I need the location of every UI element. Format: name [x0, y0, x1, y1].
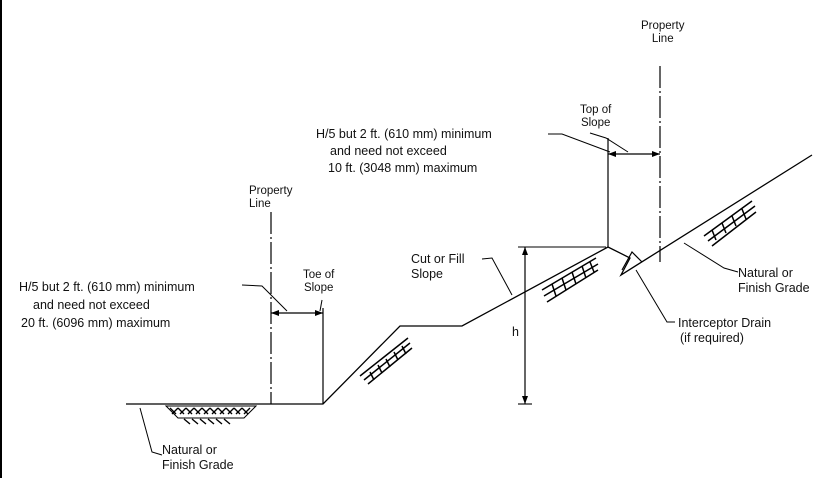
soil-hatch-lower-slope	[359, 337, 413, 385]
height-label: h	[512, 325, 519, 340]
interceptor-drain-text-2: (if required)	[680, 331, 744, 345]
toe-setback-arrow-right	[315, 310, 323, 316]
height-text: h	[512, 325, 519, 339]
setback-top-text-2: and need not exceed	[330, 144, 447, 158]
property-line-left-text-1: Property	[249, 185, 293, 197]
cut-or-fill-text-2: Slope	[411, 267, 443, 281]
interceptor-drain-label: Interceptor Drain (if required)	[678, 316, 771, 346]
property-line-left-text-2: Line	[249, 198, 271, 210]
toe-setback-arrow-left	[271, 310, 279, 316]
property-line-right-text-2: Line	[651, 33, 674, 45]
leader-natural-grade-right	[683, 242, 739, 273]
soil-hatch-left	[164, 405, 258, 425]
setback-toe-text-2: and need not exceed	[33, 298, 150, 312]
interceptor-drain-text-1: Interceptor Drain	[678, 316, 772, 330]
top-of-slope-text-2: Slope	[580, 117, 611, 129]
ground-profile-line	[126, 154, 813, 405]
setback-top-text-1: H/5 but 2 ft. (610 mm) minimum	[316, 127, 492, 141]
setback-top-label: H/5 but 2 ft. (610 mm) minimum and need …	[316, 126, 492, 177]
top-of-slope-label: Top of Slope	[580, 104, 611, 130]
top-setback-arrow-left	[608, 151, 616, 157]
natural-grade-right-label: Natural or Finish Grade	[738, 266, 810, 296]
cut-or-fill-slope-label: Cut or Fill Slope	[411, 252, 464, 282]
top-setback-arrow-right	[652, 151, 660, 157]
natural-grade-left-text-1: Natural or	[162, 443, 217, 457]
toe-of-slope-label: Toe of Slope	[303, 269, 334, 295]
toe-of-slope-text-2: Slope	[303, 282, 334, 294]
leader-cut-or-fill	[481, 257, 513, 296]
natural-grade-right-text-2: Finish Grade	[738, 281, 810, 295]
setback-top-text-3: 10 ft. (3048 mm) maximum	[328, 161, 478, 175]
leader-setback-toe	[241, 284, 288, 312]
setback-toe-text-3: 20 ft. (6096 mm) maximum	[21, 316, 171, 330]
setback-toe-label: H/5 but 2 ft. (610 mm) minimum and need …	[19, 278, 195, 332]
top-of-slope-text-1: Top of	[580, 104, 612, 116]
cut-or-fill-text-1: Cut or Fill	[411, 252, 465, 266]
leader-interceptor-drain	[635, 269, 675, 323]
setback-toe-text-1: H/5 but 2 ft. (610 mm) minimum	[19, 280, 195, 294]
property-line-left-label: Property Line	[249, 185, 292, 211]
natural-grade-left-text-2: Finish Grade	[162, 458, 234, 472]
property-line-right-text-1: Property	[641, 20, 685, 32]
toe-of-slope-text-1: Toe of	[303, 269, 335, 281]
property-line-right-label: Property Line	[641, 20, 684, 46]
leader-toe-of-slope	[319, 299, 323, 312]
natural-grade-left-label: Natural or Finish Grade	[162, 443, 234, 473]
leader-setback-top	[548, 133, 611, 153]
leader-top-of-slope	[589, 132, 629, 153]
leader-natural-grade-left	[139, 407, 163, 456]
natural-grade-right-text-1: Natural or	[738, 266, 793, 280]
soil-hatch-upper-slope	[541, 257, 599, 303]
height-arrow-top	[522, 247, 528, 255]
interceptor-drain-notch	[621, 251, 643, 271]
soil-hatch-right	[703, 200, 757, 247]
height-arrow-bottom	[522, 396, 528, 404]
